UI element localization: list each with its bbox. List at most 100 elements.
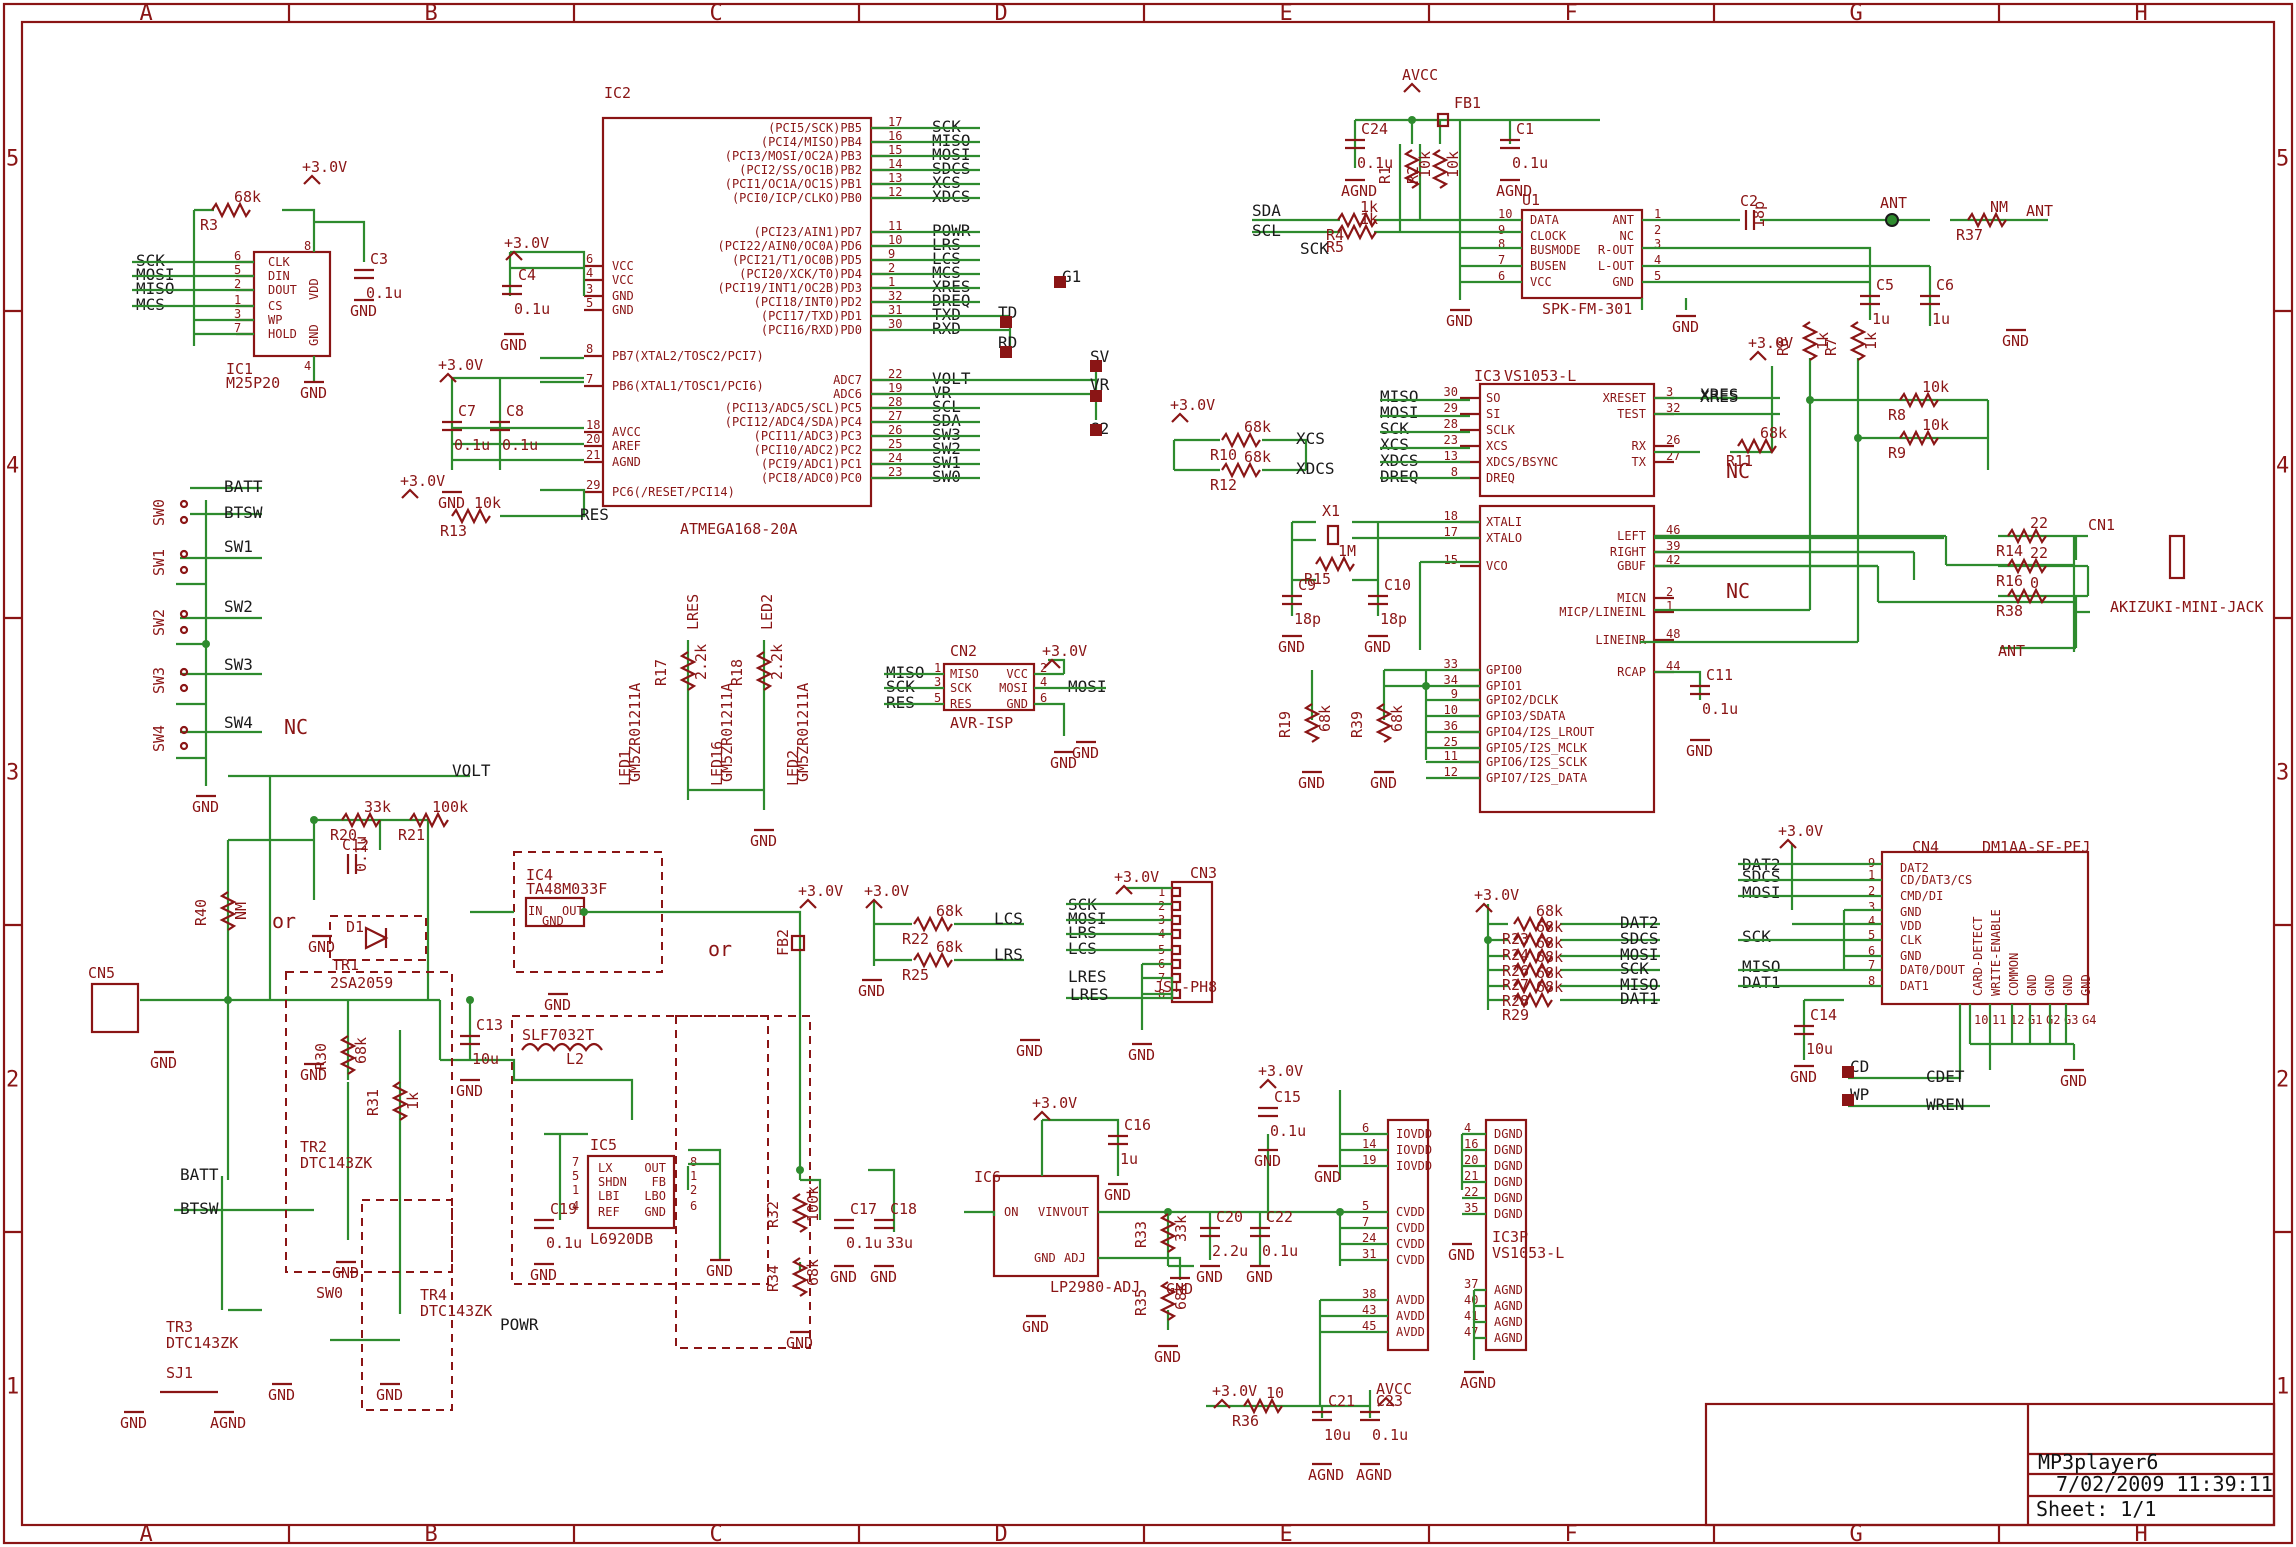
ic2-left-pin-num: 4 xyxy=(586,266,593,280)
svg-text:33k: 33k xyxy=(364,798,391,816)
svg-text:18p: 18p xyxy=(1294,610,1321,628)
grid-col-top: D xyxy=(995,1,1008,26)
ic2-left-pin-name: PB7(XTAL2/TOSC2/PCI7) xyxy=(612,349,764,363)
l2-part: SLF7032T xyxy=(522,1026,594,1044)
cn2-net-label: MOSI xyxy=(1068,677,1107,696)
ic3-left-num: 34 xyxy=(1444,673,1458,687)
ground-symbol: GND xyxy=(1370,774,1397,792)
cn5-ref: CN5 xyxy=(88,964,115,982)
u1-right-num: 2 xyxy=(1654,223,1661,237)
u1-right-pin: R-OUT xyxy=(1598,243,1634,257)
cn2-net-label: RES xyxy=(886,693,915,712)
svg-text:C13: C13 xyxy=(476,1016,503,1034)
ground-symbol: AGND xyxy=(1496,182,1532,200)
ic2-left-pin-num: 3 xyxy=(586,282,593,296)
ground-symbol: GND xyxy=(1364,638,1391,656)
ic2-ref: IC2 xyxy=(604,84,631,102)
cn4-pin-name: VDD xyxy=(1900,919,1922,933)
ground-symbol: GND xyxy=(438,494,465,512)
u1-left-num: 7 xyxy=(1498,253,1505,267)
cn2-left-pin: MISO xyxy=(950,667,979,681)
ic2-left-pin-num: 21 xyxy=(586,448,600,462)
test-pad xyxy=(1090,360,1102,372)
ic1-m25p20: IC1 M25P20 CLK6SCKDIN5MOSIDOUT2MISOCS1MC… xyxy=(136,239,332,392)
tr1-part: 2SA2059 xyxy=(330,974,393,992)
component-c4: C40.1u xyxy=(502,266,550,318)
ic3p-left-num: 45 xyxy=(1362,1319,1376,1333)
svg-text:10u: 10u xyxy=(472,1050,499,1068)
ic3-right-pin: MICN xyxy=(1617,591,1646,605)
ic2-right-pin-num: 9 xyxy=(888,247,895,261)
svg-text:R17: R17 xyxy=(652,659,670,686)
grid-col-top: H xyxy=(2135,1,2148,26)
net-label: MISO xyxy=(1620,975,1659,994)
ic2-left-pin-name: AGND xyxy=(612,455,641,469)
ic3p-right-pin: AGND xyxy=(1494,1299,1523,1313)
net-label: BTSW xyxy=(180,1199,219,1218)
grid-col-bottom: E xyxy=(1280,1522,1293,1547)
ground-symbol: GND xyxy=(1016,1042,1043,1060)
ic3p-left-num: 38 xyxy=(1362,1287,1376,1301)
ic3-left-pin: VCO xyxy=(1486,559,1508,573)
grid-col-top: E xyxy=(1280,1,1293,26)
ic3-ref: IC3 xyxy=(1474,367,1501,385)
ic3-left-num: 29 xyxy=(1444,401,1458,415)
fb2-ref: FB2 xyxy=(774,929,792,956)
ic1-pin-num: 1 xyxy=(234,293,241,307)
ground-symbol: GND xyxy=(530,1266,557,1284)
u1-left-num: 9 xyxy=(1498,223,1505,237)
ground-symbol: GND xyxy=(350,302,377,320)
net-label: CD xyxy=(1850,1057,1869,1076)
ic3-right-num: 2 xyxy=(1666,585,1673,599)
ground-symbol: GND xyxy=(268,1386,295,1404)
cn3-pin-num: 2 xyxy=(1158,899,1165,913)
ic3-left-pin: DREQ xyxy=(1486,471,1515,485)
u1-left-num: 10 xyxy=(1498,207,1512,221)
ic2-right-pin-name: ADC6 xyxy=(833,387,862,401)
ic3-left-pin: GPIO0 xyxy=(1486,663,1522,677)
net-label: BATT xyxy=(224,477,263,496)
ic2-right-pin-num: 13 xyxy=(888,171,902,185)
ic3-right-pin: GBUF xyxy=(1617,559,1646,573)
ic3-right-num: 42 xyxy=(1666,553,1680,567)
net-label: VOLT xyxy=(452,761,491,780)
ic3-left-pin: XDCS/BSYNC xyxy=(1486,455,1558,469)
ic2-right-pin-num: 32 xyxy=(888,289,902,303)
ic3p-right-pin: DGND xyxy=(1494,1143,1523,1157)
net-label: SW4 xyxy=(224,713,253,732)
cn4-pin-name: GND xyxy=(1900,905,1922,919)
svg-text:1k: 1k xyxy=(1862,332,1880,350)
svg-text:R36: R36 xyxy=(1232,1412,1259,1430)
ic5-left-num: 4 xyxy=(572,1199,579,1213)
cn4-pin-name: DAT0/DOUT xyxy=(1900,963,1965,977)
svg-text:R19: R19 xyxy=(1276,711,1294,738)
u1-left-num: 6 xyxy=(1498,269,1505,283)
svg-text:C22: C22 xyxy=(1266,1208,1293,1226)
nc-sw4: NC xyxy=(284,715,308,739)
ground-symbol: GND xyxy=(786,1334,813,1352)
ground-symbol: GND xyxy=(332,1264,359,1282)
ic1-vdd: VDD xyxy=(307,278,321,300)
ic1-pin-name: CS xyxy=(268,299,282,313)
svg-text:R3: R3 xyxy=(200,216,218,234)
svg-text:R32: R32 xyxy=(764,1201,782,1228)
cn4-pin-num: 6 xyxy=(1868,944,1875,958)
ic3p-left-pin: IOVDD xyxy=(1396,1143,1432,1157)
ground-symbol: GND xyxy=(1298,774,1325,792)
ic3-left-pin: GPIO5/I2S_MCLK xyxy=(1486,741,1588,755)
ic3p-left-num: 14 xyxy=(1362,1137,1376,1151)
svg-text:68k: 68k xyxy=(352,1037,370,1064)
component-c13: C13 10u xyxy=(460,1016,503,1068)
svg-text:R13: R13 xyxy=(440,522,467,540)
l2-ref: L2 xyxy=(566,1050,584,1068)
